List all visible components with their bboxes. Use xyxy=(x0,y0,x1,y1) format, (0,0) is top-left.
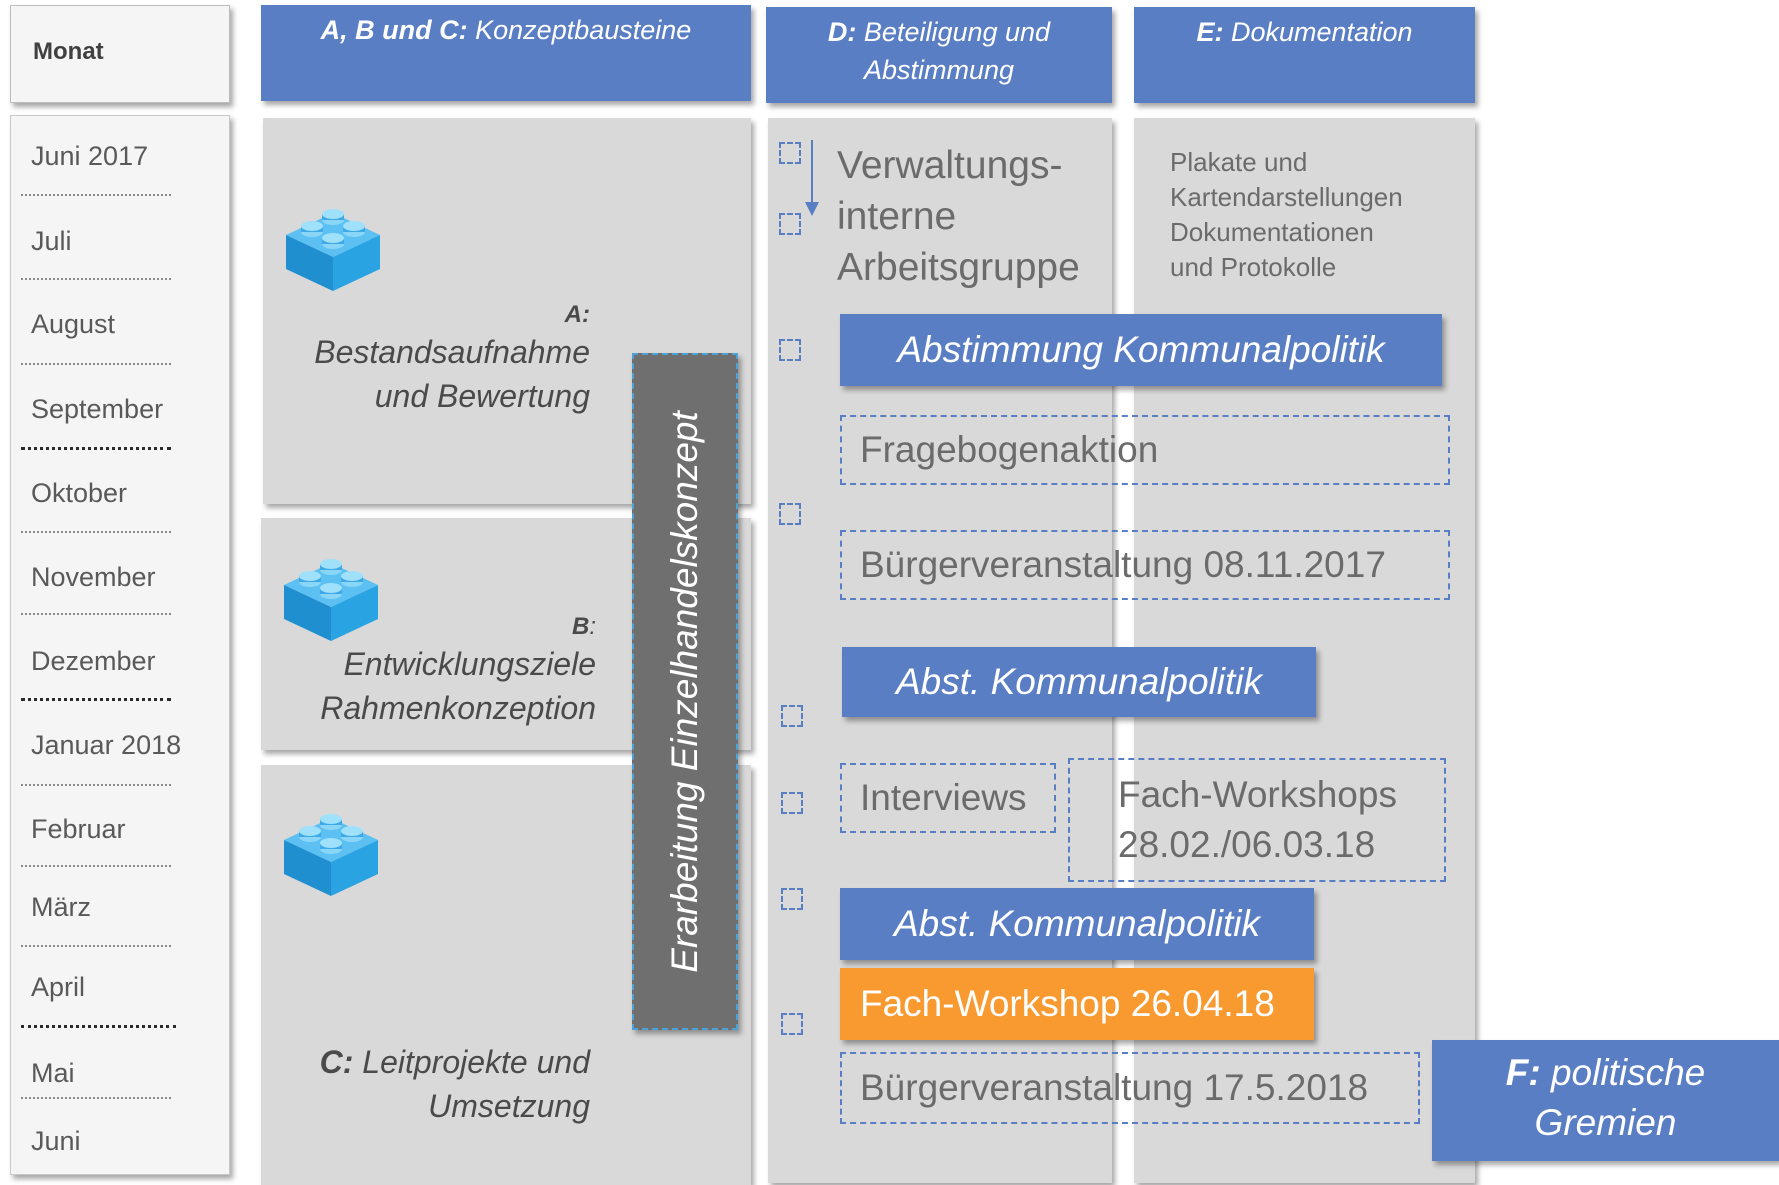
buergerveranstaltung-2017-box: Bürgerveranstaltung 08.11.2017 xyxy=(840,530,1450,600)
month-divider xyxy=(21,698,171,701)
f-text: Gremien xyxy=(1534,1102,1677,1143)
month-divider xyxy=(21,531,171,533)
f-text: politische xyxy=(1540,1052,1706,1093)
header-d-text: Beteiligung und Abstimmung xyxy=(856,17,1051,85)
block-a-label: A: Bestandsaufnahme und Bewertung xyxy=(280,300,590,418)
month-item: Februar xyxy=(31,814,126,844)
abstimmung-kommunalpolitik-label: Abstimmung Kommunalpolitik xyxy=(897,329,1385,370)
block-a-letter: A: xyxy=(564,301,590,328)
working-group-line: Verwaltungs- xyxy=(837,144,1063,187)
month-item: Juni 2017 xyxy=(31,141,149,171)
documentation-line: und Protokolle xyxy=(1170,252,1337,282)
interviews-box: Interviews xyxy=(840,763,1056,833)
month-item: Mai xyxy=(31,1058,75,1088)
month-divider xyxy=(21,613,171,615)
lego-brick-icon xyxy=(284,814,378,896)
month-item: Juni xyxy=(31,1126,81,1156)
month-item: Juli xyxy=(31,226,72,256)
abst-kommunalpolitik-label: Abst. Kommunalpolitik xyxy=(893,903,1261,944)
fach-workshop-single-label: Fach-Workshop 26.04.18 xyxy=(860,983,1275,1024)
block-b-label: B: Entwicklungsziele Rahmenkonzeption xyxy=(280,612,596,730)
month-item: November xyxy=(31,562,156,592)
month-divider xyxy=(21,865,171,867)
block-c-text: Leitprojekte und xyxy=(353,1044,590,1080)
block-b-colon: : xyxy=(589,613,596,640)
milestone-marker xyxy=(779,142,801,164)
f-letter: F: xyxy=(1505,1052,1541,1093)
block-b-letter: B xyxy=(571,613,590,640)
header-e-bold: E: xyxy=(1196,17,1224,47)
fach-workshops-label: Fach-Workshops xyxy=(1118,774,1397,815)
header-e: E: Dokumentation xyxy=(1134,7,1475,103)
documentation-text: Plakate und Kartendarstellungen Dokument… xyxy=(1170,145,1403,285)
header-abc: A, B und C: Konzeptbausteine xyxy=(261,5,751,101)
month-divider xyxy=(21,447,171,450)
documentation-line: Kartendarstellungen xyxy=(1170,182,1403,212)
block-c-label: C: Leitprojekte und Umsetzung xyxy=(260,1040,590,1128)
month-divider xyxy=(21,278,171,280)
header-d: D: Beteiligung und Abstimmung xyxy=(766,7,1112,103)
header-abc-text: Konzeptbausteine xyxy=(467,15,692,45)
interviews-label: Interviews xyxy=(860,777,1027,818)
month-divider xyxy=(21,945,171,947)
month-list: Juni 2017 Juli August September Oktober … xyxy=(10,115,230,1175)
month-item: September xyxy=(31,394,164,424)
month-item: Januar 2018 xyxy=(31,730,182,760)
block-b-text: Rahmenkonzeption xyxy=(320,690,596,726)
documentation-line: Dokumentationen xyxy=(1170,217,1374,247)
month-header: Monat xyxy=(33,38,104,65)
block-c-text: Umsetzung xyxy=(428,1088,590,1124)
header-d-bold: D: xyxy=(827,17,857,47)
buergerveranstaltung-2018-label: Bürgerveranstaltung 17.5.2018 xyxy=(860,1067,1369,1108)
abst-kommunalpolitik-box-2: Abst. Kommunalpolitik xyxy=(840,888,1314,960)
milestone-marker xyxy=(779,213,801,235)
month-divider xyxy=(21,363,171,365)
abst-kommunalpolitik-box-1: Abst. Kommunalpolitik xyxy=(842,647,1316,717)
working-group-line: Arbeitsgruppe xyxy=(837,246,1080,289)
buergerveranstaltung-2017-label: Bürgerveranstaltung 08.11.2017 xyxy=(860,544,1386,585)
milestone-marker xyxy=(779,503,801,525)
block-a-text: und Bewertung xyxy=(374,378,590,414)
milestone-marker xyxy=(781,792,803,814)
header-abc-bold: A, B und C: xyxy=(320,15,468,45)
month-item: August xyxy=(31,309,116,339)
block-b-text: Entwicklungsziele xyxy=(343,646,596,682)
arrow-down-icon xyxy=(805,140,819,216)
block-a-text: Bestandsaufnahme xyxy=(314,334,590,370)
lego-brick-icon xyxy=(286,209,380,291)
month-item: Oktober xyxy=(31,478,128,508)
milestone-marker xyxy=(781,1013,803,1035)
fragebogenaktion-box: Fragebogenaktion xyxy=(840,415,1450,485)
header-e-text: Dokumentation xyxy=(1223,17,1413,47)
milestone-marker xyxy=(781,705,803,727)
milestone-marker xyxy=(781,888,803,910)
block-c-letter: C: xyxy=(319,1044,354,1080)
abst-kommunalpolitik-label: Abst. Kommunalpolitik xyxy=(895,661,1263,702)
working-group-line: interne xyxy=(837,195,957,238)
month-divider xyxy=(21,784,171,786)
month-item: April xyxy=(31,972,86,1002)
politische-gremien-box: F: politische Gremien xyxy=(1432,1040,1779,1161)
vertical-process-bar: Erarbeitung Einzelhandelskonzept xyxy=(632,353,738,1030)
lego-brick-icon xyxy=(284,559,378,641)
fach-workshop-single-box: Fach-Workshop 26.04.18 xyxy=(840,968,1314,1040)
month-divider xyxy=(21,1097,171,1099)
month-header-box: Monat xyxy=(10,5,230,103)
buergerveranstaltung-2018-box: Bürgerveranstaltung 17.5.2018 xyxy=(840,1052,1420,1124)
month-divider xyxy=(21,194,171,196)
milestone-marker xyxy=(779,339,801,361)
vertical-process-label: Erarbeitung Einzelhandelskonzept xyxy=(664,410,705,973)
abstimmung-kommunalpolitik-box: Abstimmung Kommunalpolitik xyxy=(840,314,1442,386)
fragebogenaktion-label: Fragebogenaktion xyxy=(860,429,1159,470)
documentation-line: Plakate und xyxy=(1170,147,1308,177)
month-item: Dezember xyxy=(31,646,156,676)
month-divider xyxy=(21,1025,176,1028)
fach-workshops-dates: 28.02./06.03.18 xyxy=(1118,824,1376,865)
fach-workshops-box: Fach-Workshops 28.02./06.03.18 xyxy=(1068,758,1446,882)
working-group-text: Verwaltungs- interne Arbeitsgruppe xyxy=(837,140,1080,293)
month-item: März xyxy=(31,892,91,922)
